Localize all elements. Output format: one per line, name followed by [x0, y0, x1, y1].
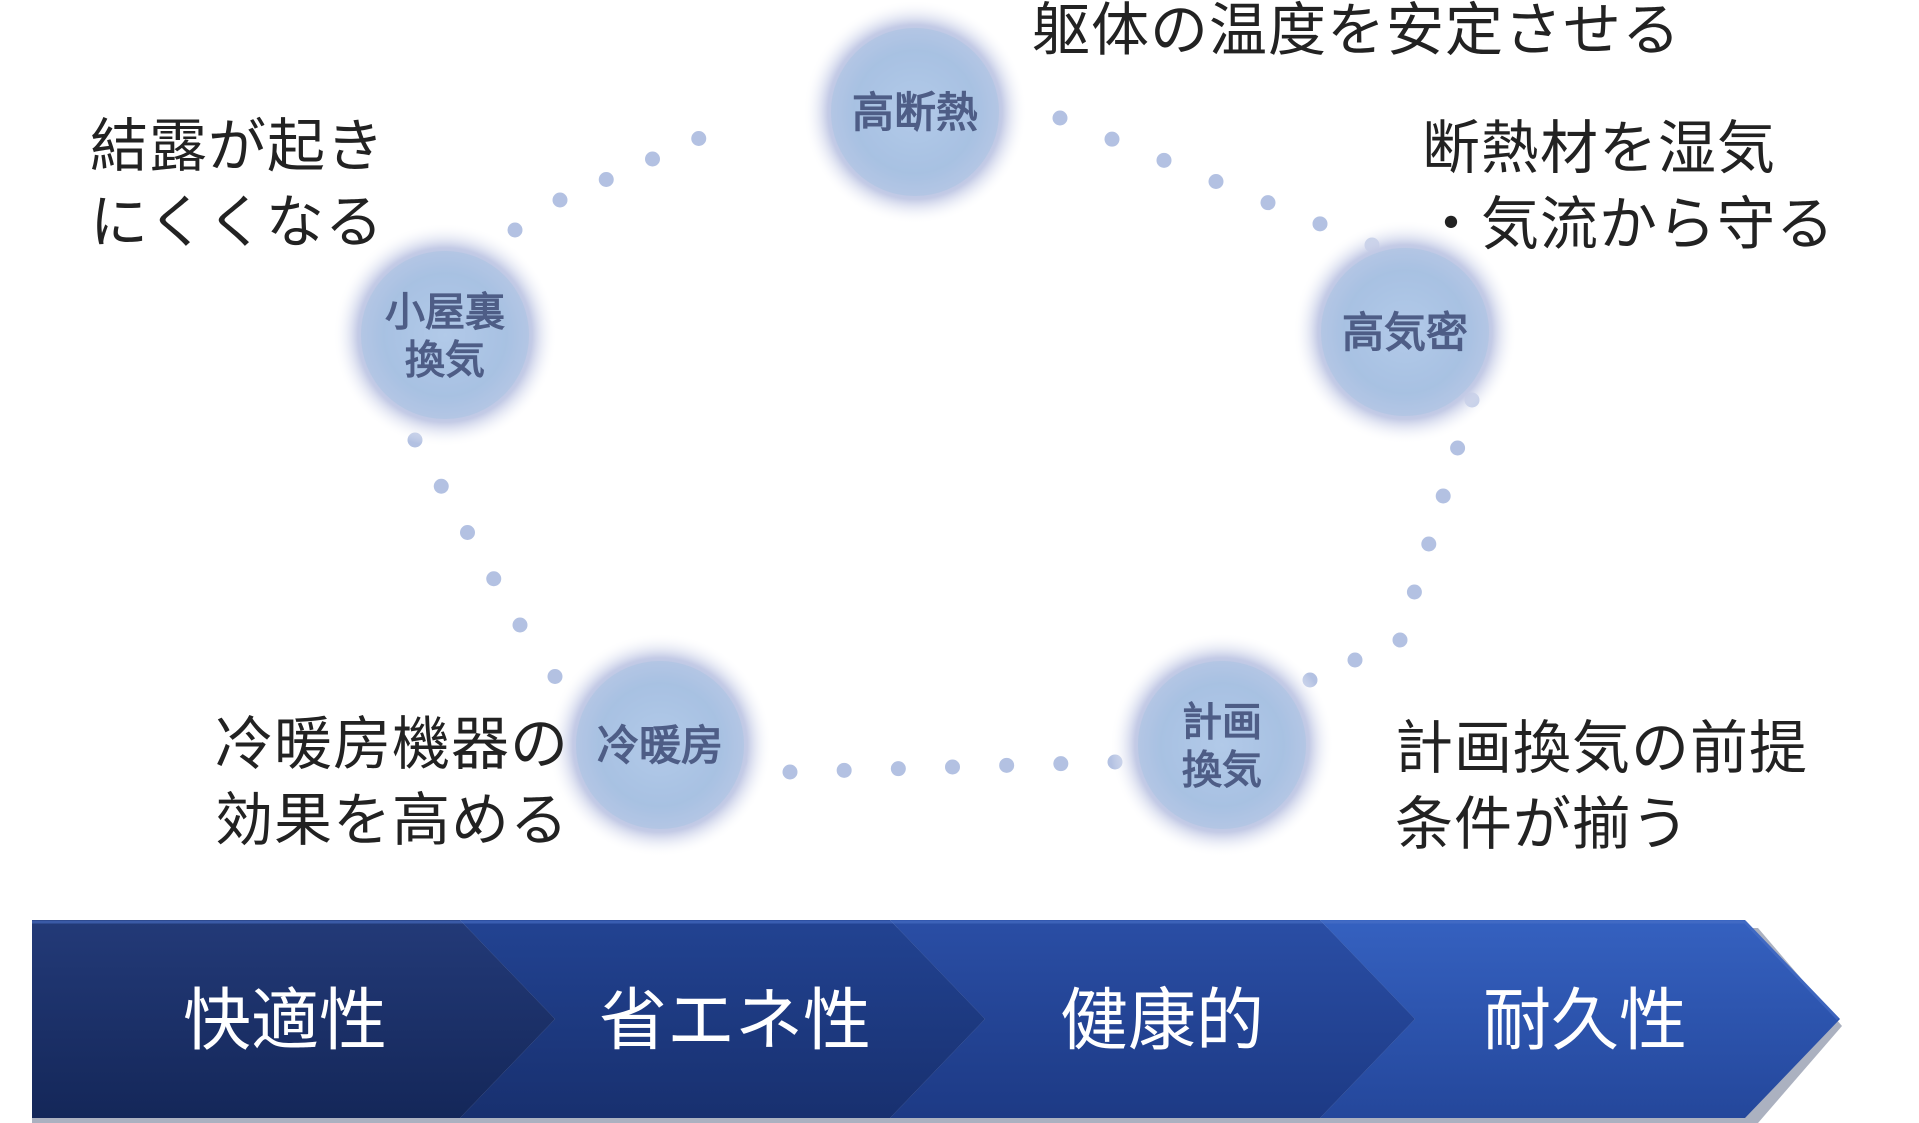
stage-segment-3 [890, 920, 1415, 1118]
path-dot [890, 761, 906, 777]
note-bottom-right: 計画換気の前提 条件が揃う [1395, 710, 1808, 862]
node-high-airtightness: 高気密 [1293, 220, 1517, 444]
node-core [1321, 248, 1489, 416]
stage-label-durability: 耐久性 [1483, 982, 1687, 1061]
path-dot [1347, 652, 1363, 668]
node-core [831, 28, 999, 196]
node-label-planned-ventilation: 計画 [1182, 699, 1262, 745]
path-dot [945, 759, 960, 775]
node-label-high-airtightness: 高気密 [1342, 308, 1468, 357]
node-high-insulation: 高断熱 [803, 0, 1027, 224]
note-bottom-left-line-1: 冷暖房機器の [215, 710, 570, 778]
path-dot [460, 525, 475, 540]
note-top-left-line-2: にくくなる [90, 188, 384, 256]
note-top-right-line-1: 断熱材を湿気 [1422, 114, 1777, 182]
path-dot [512, 617, 528, 633]
stage-arrow-bar: 快適性 省エネ性 健康的 耐久性 [32, 920, 1842, 1123]
node-planned-ventilation: 計画換気 [1110, 633, 1334, 857]
node-core [361, 251, 529, 419]
path-dot [486, 571, 502, 587]
stage-arrow-edge [32, 920, 1840, 1021]
path-dot [645, 151, 660, 167]
stage-label-comfort: 快適性 [183, 982, 387, 1061]
path-dot [552, 192, 568, 208]
path-dot [507, 222, 523, 238]
note-top-left-line-1: 結露が起き [90, 112, 386, 180]
stage-segment-4 [1320, 920, 1840, 1118]
node-label-planned-ventilation: 換気 [1182, 747, 1262, 793]
path-dot [1053, 756, 1069, 772]
node-core [1138, 661, 1306, 829]
path-dot [782, 764, 798, 780]
note-top-line-1: 躯体の温度を安定させる [1032, 0, 1682, 64]
path-dot [1435, 488, 1451, 504]
node-label-heating-cooling: 冷暖房 [597, 721, 723, 770]
path-dot [1104, 131, 1120, 147]
stage-segment-1 [32, 920, 555, 1118]
path-dot [1392, 632, 1408, 648]
stage-segment-2 [460, 920, 985, 1118]
path-dot [1312, 216, 1328, 232]
note-top-right-line-2: ・気流から守る [1422, 190, 1836, 258]
note-bottom-right-line-1: 計画換気の前提 [1395, 714, 1809, 782]
path-dot [1260, 195, 1276, 211]
node-heating-cooling: 冷暖房 [548, 633, 772, 857]
path-dot [598, 172, 614, 187]
note-top-right: 断熱材を湿気 ・気流から守る [1422, 110, 1835, 262]
path-dot [1052, 110, 1068, 126]
node-label-attic-ventilation: 小屋裏 [385, 289, 505, 335]
note-top-left: 結露が起き にくくなる [90, 108, 385, 260]
path-dot [1406, 584, 1422, 600]
path-dot [1156, 152, 1172, 168]
note-top: 躯体の温度を安定させる [1032, 0, 1681, 68]
node-label-attic-ventilation: 換気 [405, 337, 485, 383]
note-bottom-left-line-2: 効果を高める [215, 786, 570, 854]
node-label-high-insulation: 高断熱 [852, 88, 978, 137]
path-dot [547, 669, 563, 684]
path-dot [1208, 174, 1224, 189]
note-bottom-left: 冷暖房機器の 効果を高める [215, 706, 569, 858]
path-dot [691, 131, 707, 146]
path-dot [999, 757, 1015, 773]
path-dot [433, 478, 449, 494]
node-core [576, 661, 744, 829]
path-dot [836, 762, 852, 778]
path-dot [1421, 536, 1437, 552]
stage-label-health: 健康的 [1060, 982, 1264, 1061]
note-bottom-right-line-2: 条件が揃う [1395, 790, 1691, 858]
path-dot [1450, 440, 1466, 456]
stage-label-energy-saving: 省エネ性 [599, 982, 871, 1061]
